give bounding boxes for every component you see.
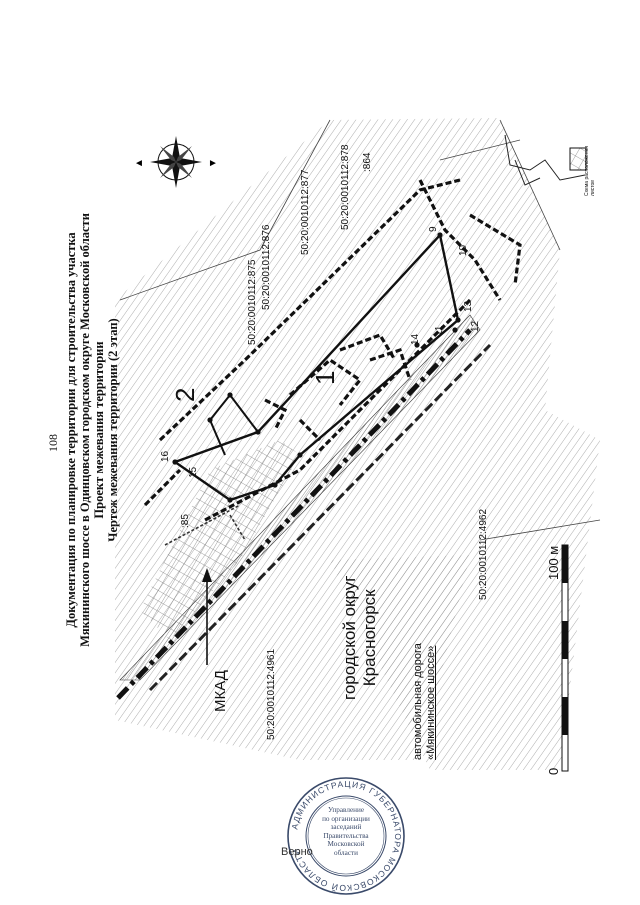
verno-signature: Верно <box>281 846 313 858</box>
zone-number-1: 1 <box>310 370 340 385</box>
compass-rose-icon <box>150 136 202 188</box>
road-boundary-inner <box>148 343 492 692</box>
point-label-13: 13 <box>463 300 474 312</box>
road-label: автомобильная дорога «Мякининское шоссе» <box>412 643 437 760</box>
inset-location-schema <box>504 134 587 186</box>
vertex-points <box>172 232 461 503</box>
point-label-15: 15 <box>188 466 199 478</box>
parcel-inner <box>208 393 259 456</box>
point-label-16: 16 <box>160 450 171 462</box>
cadastral-label-4962: 50:20:0010112:4962 <box>478 508 489 600</box>
cadastral-label-4961: 50:20:0010112:4961 <box>266 648 277 740</box>
scale-start-label: 0 <box>546 767 561 775</box>
mkad-arrow-icon <box>202 568 212 665</box>
cadastral-label-877: 50:20:0010112:877 <box>300 169 311 255</box>
official-stamp <box>287 777 405 895</box>
scale-end-label: 100 м <box>546 545 561 580</box>
svg-text:►: ► <box>208 158 218 169</box>
stamp-center-text: Управление по организации заседаний Прав… <box>322 806 370 857</box>
point-label-14: 14 <box>410 333 421 345</box>
dotted-boundaries <box>164 504 246 546</box>
inset-caption: Схема расположения листов <box>584 146 596 196</box>
cadastral-label-864: :864 <box>362 152 373 172</box>
district-label: городской округ Красногорск <box>340 575 379 700</box>
mkad-label: МКАД <box>212 670 229 712</box>
point-label-9: 9 <box>428 226 439 232</box>
parcel-boundary <box>172 232 460 502</box>
point-label-10: 10 <box>458 244 469 256</box>
cadastral-label-875: 50:20:0010112:875 <box>247 259 258 345</box>
point-label-11: 11 <box>434 325 445 336</box>
hatched-south <box>330 410 600 770</box>
dashed-boundaries <box>143 178 522 522</box>
svg-text:◄: ◄ <box>134 158 144 169</box>
cadastral-label-878: 50:20:0010112:878 <box>340 144 351 230</box>
zone-number-2: 2 <box>170 387 200 402</box>
scale-bar <box>561 544 569 772</box>
point-label-12: 12 <box>470 320 481 332</box>
cadastral-label-876: 50:20:0010112:876 <box>261 224 272 310</box>
road-boundary-bold <box>116 328 472 700</box>
cadastral-label-85: :85 <box>180 514 191 528</box>
